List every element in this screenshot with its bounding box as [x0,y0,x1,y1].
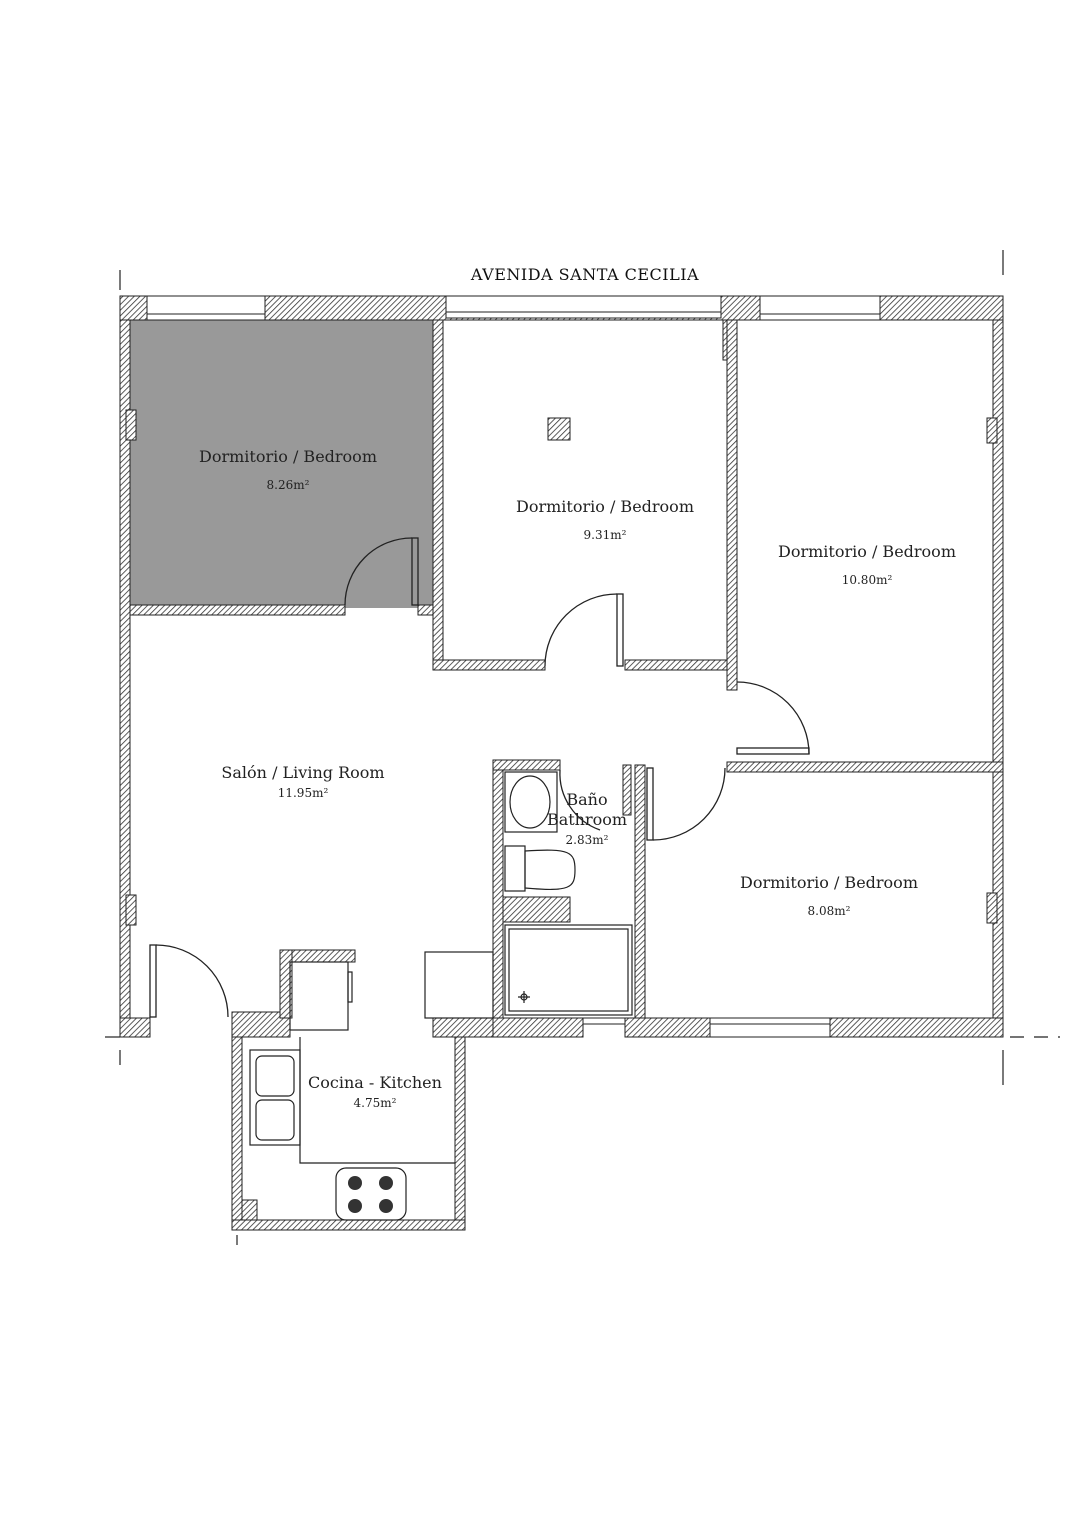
street-name: AVENIDA SANTA CECILIA [470,265,700,284]
room-name: Dormitorio / Bedroom [516,497,694,516]
windows [146,295,881,1038]
room-name: Cocina - Kitchen [308,1073,442,1092]
room-name: Salón / Living Room [221,763,385,782]
room-area: 11.95m² [277,786,329,800]
room-name: Dormitorio / Bedroom [199,447,377,466]
room-name-en: Bathroom [546,810,628,829]
room-name: Dormitorio / Bedroom [778,542,956,561]
room-name: Dormitorio / Bedroom [740,873,918,892]
room-area: 9.31m² [583,528,627,542]
room-bedroom-1-fill [130,320,433,608]
room-label-bedroom-3: Dormitorio / Bedroom 10.80m² [778,542,956,587]
room-label-bedroom-4: Dormitorio / Bedroom 8.08m² [740,873,918,918]
fixtures [105,250,1060,1245]
room-area: 4.75m² [353,1096,397,1110]
room-label-bathroom: Baño Bathroom 2.83m² [547,790,627,850]
room-name-es: Baño [566,790,608,809]
room-label-living-room: Salón / Living Room 11.95m² [221,763,384,800]
room-area: 8.26m² [266,478,310,492]
doors [149,537,810,1018]
room-area: 8.08m² [807,904,851,918]
room-label-bedroom-2: Dormitorio / Bedroom 9.31m² [516,497,694,542]
room-area: 10.80m² [841,573,893,587]
room-label-kitchen: Cocina - Kitchen 4.75m² [308,1073,442,1110]
room-area: 2.83m² [565,833,609,847]
room-label-bedroom-1: Dormitorio / Bedroom 8.26m² [199,447,377,492]
stove-burners [348,1176,393,1213]
